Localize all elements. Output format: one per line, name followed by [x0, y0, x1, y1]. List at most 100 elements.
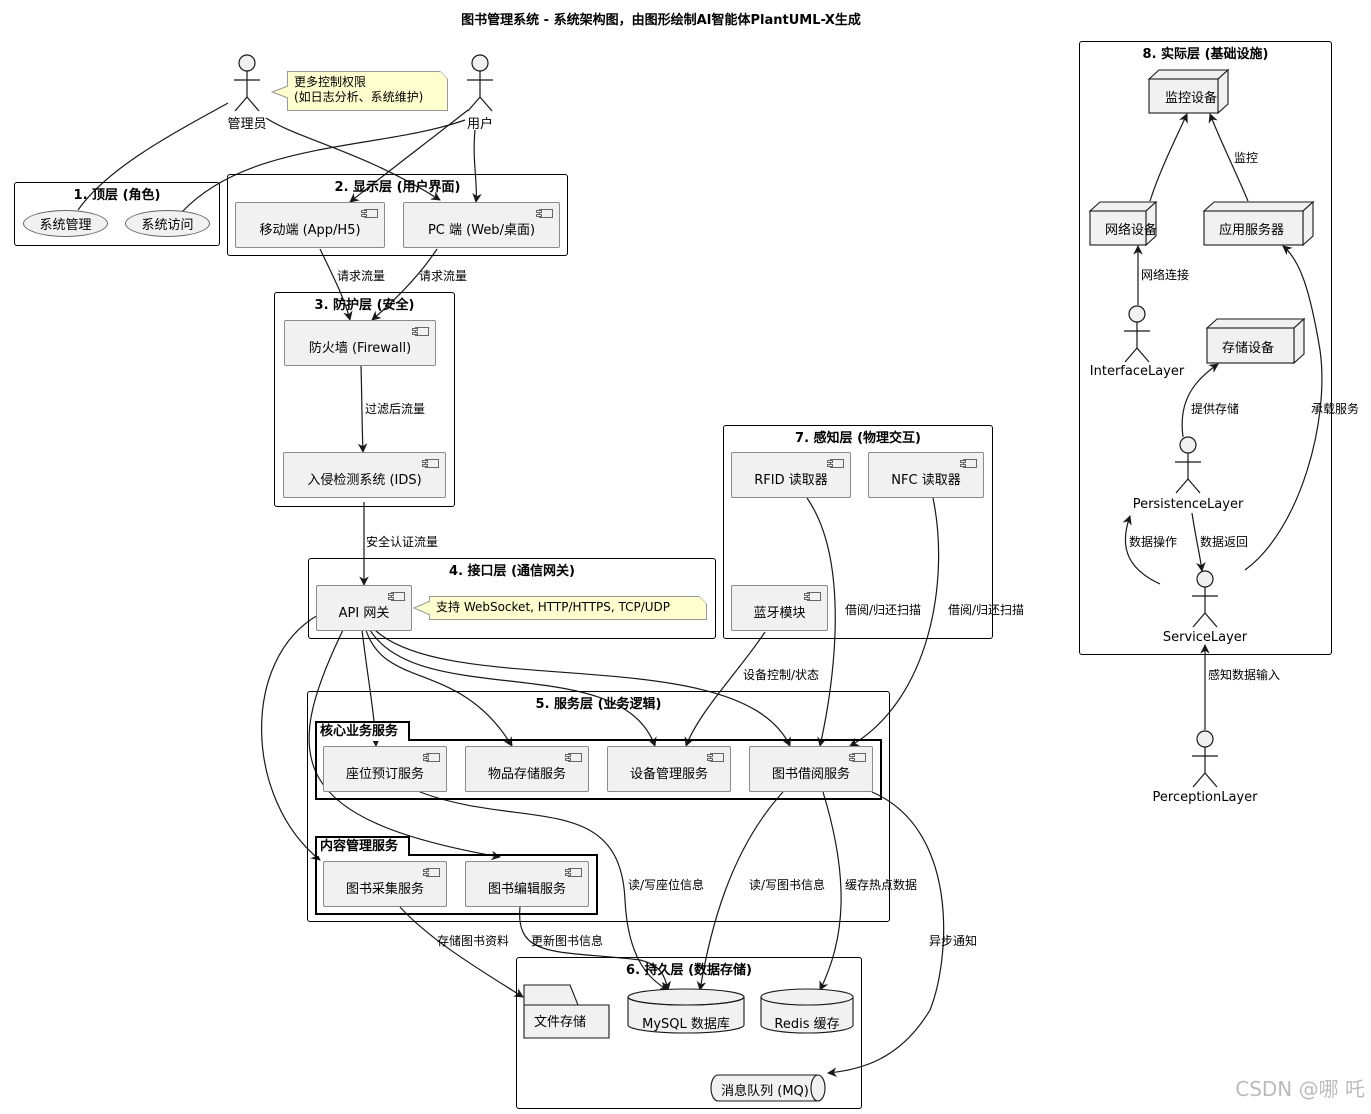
edge-app-monitor — [1208, 113, 1249, 202]
edge-label-rfid-scan: 借阅/归还扫描 — [845, 603, 922, 617]
perception-layer-actor-icon — [1192, 730, 1218, 788]
edge-label-network-connection: 网络连接 — [1141, 268, 1190, 282]
layer-service-title: 5. 服务层 (业务逻辑) — [535, 697, 662, 712]
edge-service-app — [1244, 245, 1323, 571]
redis-label: Redis 缓存 — [774, 1017, 840, 1032]
edge-user-mobile — [349, 109, 469, 203]
admin-note-line2: (如日志分析、系统维护) — [294, 90, 424, 104]
admin-actor-icon — [234, 54, 260, 112]
layer-presentation-package: 2. 显示层 (用户界面) — [227, 174, 568, 256]
edge-label-request-flow-pc: 请求流量 — [419, 269, 468, 283]
edge-user-pc — [472, 129, 482, 203]
edge-persist-storage — [1181, 363, 1219, 438]
edge-label-rw-seat: 读/写座位信息 — [628, 878, 705, 892]
perception-layer-actor-label: PerceptionLayer — [1152, 790, 1258, 805]
edge-label-provide-storage: 提供存储 — [1191, 402, 1240, 416]
edge-edit-mysql — [519, 906, 672, 991]
edge-label-update-book: 更新图书信息 — [531, 934, 604, 948]
file-storage-label: 文件存储 — [534, 1015, 587, 1030]
edge-label-monitor: 监控 — [1234, 151, 1259, 165]
device-management-service-component[interactable]: 设备管理服务 — [607, 746, 731, 792]
edge-label-async-notify: 异步通知 — [929, 934, 978, 948]
user-actor-label: 用户 — [466, 117, 494, 132]
edge-label-data-operation: 数据操作 — [1129, 535, 1178, 549]
book-borrowing-service-component[interactable]: 图书借阅服务 — [749, 746, 873, 792]
edge-label-nfc-scan: 借阅/归还扫描 — [948, 603, 1025, 617]
admin-actor-label: 管理员 — [227, 117, 267, 132]
component-icon — [388, 592, 405, 601]
edge-bt-device — [684, 631, 766, 747]
pc-client-component[interactable]: PC 端 (Web/桌面) — [403, 202, 560, 248]
layer-presentation-title: 2. 显示层 (用户界面) — [334, 180, 461, 195]
network-device-label: 网络设备 — [1105, 223, 1158, 238]
component-icon — [804, 592, 821, 601]
mobile-client-component[interactable]: 移动端 (App/H5) — [235, 202, 385, 248]
device-management-label: 设备管理服务 — [629, 766, 708, 782]
layer-top-package: 1. 顶层 (角色) — [14, 182, 220, 246]
bluetooth-module-label: 蓝牙模块 — [753, 605, 806, 621]
edge-label-secure-auth: 安全认证流量 — [366, 535, 439, 549]
edge-api-edit — [308, 629, 501, 861]
firewall-label: 防火墙 (Firewall) — [308, 340, 412, 356]
edge-borrow-mysql — [696, 791, 784, 991]
edge-net-monitor — [1149, 113, 1188, 202]
layer-interface-package: 4. 接口层 (通信网关) — [308, 558, 716, 639]
bluetooth-module-component[interactable]: 蓝牙模块 — [731, 585, 828, 631]
nfc-reader-component[interactable]: NFC 读取器 — [868, 452, 984, 498]
firewall-component[interactable]: 防火墙 (Firewall) — [284, 320, 436, 366]
usecase-system-management-label: 系统管理 — [39, 218, 92, 233]
edge-acquire-file — [399, 906, 524, 998]
component-icon — [423, 868, 440, 877]
persistence-layer-actor-label: PersistenceLayer — [1132, 497, 1244, 512]
api-gateway-label: API 网关 — [338, 605, 390, 621]
mysql-label: MySQL 数据库 — [642, 1017, 730, 1032]
gateway-note-pointer — [412, 600, 431, 616]
layer-infrastructure-package: 8. 实际层 (基础设施) — [1079, 41, 1332, 655]
edge-label-data-return: 数据返回 — [1200, 535, 1249, 549]
book-editing-service-component[interactable]: 图书编辑服务 — [465, 861, 589, 907]
content-services-group: 内容管理服务 — [315, 836, 598, 915]
edge-label-request-flow-mobile: 请求流量 — [337, 269, 386, 283]
component-icon — [827, 459, 844, 468]
book-borrowing-label: 图书借阅服务 — [771, 766, 850, 782]
admin-permission-note: 更多控制权限 (如日志分析、系统维护) — [287, 71, 448, 111]
book-acquisition-service-component[interactable]: 图书采集服务 — [323, 861, 447, 907]
usecase-system-access[interactable]: 系统访问 — [125, 210, 210, 237]
admin-note-line1: 更多控制权限 — [294, 75, 367, 89]
mobile-client-label: 移动端 (App/H5) — [259, 222, 361, 238]
gateway-protocol-note: 支持 WebSocket, HTTP/HTTPS, TCP/UDP — [429, 596, 707, 620]
ids-label: 入侵检测系统 (IDS) — [307, 472, 422, 488]
rfid-reader-component[interactable]: RFID 读取器 — [731, 452, 851, 498]
network-device-node — [1088, 200, 1158, 247]
monitor-device-node — [1147, 68, 1230, 115]
book-editing-label: 图书编辑服务 — [487, 881, 566, 897]
usecase-system-access-label: 系统访问 — [141, 218, 194, 233]
layer-security-package: 3. 防护层 (安全) — [274, 292, 455, 507]
item-storage-service-component[interactable]: 物品存储服务 — [465, 746, 589, 792]
diagram-title: 图书管理系统 - 系统架构图，由图形绘制AI智能体PlantUML-X生成 — [461, 13, 861, 28]
file-storage-folder — [523, 984, 610, 1039]
edge-api-borrow — [374, 629, 791, 747]
api-gateway-component[interactable]: API 网关 — [316, 585, 412, 631]
edge-borrow-mq — [827, 791, 945, 1077]
component-icon — [361, 209, 378, 218]
seat-booking-label: 座位预订服务 — [345, 766, 424, 782]
edge-label-device-control: 设备控制/状态 — [743, 668, 820, 682]
seat-booking-service-component[interactable]: 座位预订服务 — [323, 746, 447, 792]
edge-label-rw-book: 读/写图书信息 — [749, 878, 826, 892]
edge-seat-mysql — [419, 791, 669, 991]
component-icon — [412, 327, 429, 336]
component-icon — [565, 753, 582, 762]
monitor-device-label: 监控设备 — [1165, 91, 1218, 106]
edge-api-acquire — [261, 614, 321, 861]
edge-admin-pc — [265, 117, 441, 201]
component-icon — [960, 459, 977, 468]
ids-component[interactable]: 入侵检测系统 (IDS) — [283, 452, 446, 498]
edge-admin-sysmgmt — [77, 102, 229, 211]
csdn-watermark: CSDN @哪 吒 — [1235, 1077, 1365, 1101]
app-server-label: 应用服务器 — [1219, 223, 1285, 238]
layer-persistence-package: 6. 持久层 (数据存储) — [516, 957, 862, 1109]
usecase-system-management[interactable]: 系统管理 — [23, 210, 108, 237]
